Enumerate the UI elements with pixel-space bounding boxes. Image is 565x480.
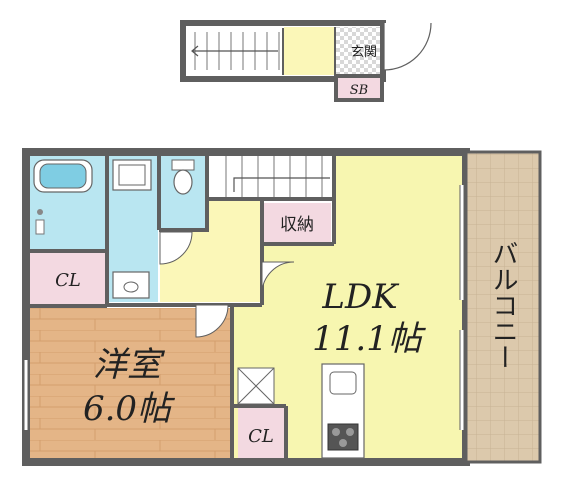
ldk-label: LDK (321, 277, 400, 317)
balcony-area (464, 150, 542, 464)
interior-stair-arrow-icon (233, 177, 330, 192)
storage-room (264, 203, 331, 243)
hallway-floor (160, 200, 262, 302)
closet-ldk-label: CL (248, 426, 274, 447)
storage-label: 収納 (280, 215, 314, 235)
sink-icon (329, 371, 357, 395)
interior-walls (26, 152, 336, 462)
closet-west-label: CL (55, 270, 81, 291)
ldk-floor (234, 156, 462, 458)
entrance-door-swing (383, 22, 432, 71)
shoe-box-label: SB (350, 83, 368, 98)
toilet-icon (171, 159, 195, 171)
entrance-block: 玄関 SB (180, 20, 432, 102)
entrance-landing (284, 27, 334, 75)
stove-icon (327, 423, 359, 451)
western-room-size-label: 6.0帖 (83, 389, 176, 429)
genkan-label: 玄関 (351, 45, 377, 60)
balcony-label: バルコニー (488, 240, 518, 370)
western-room-label: 洋室 (93, 345, 166, 385)
closet-ldk (238, 408, 284, 458)
interior-stairs (210, 156, 334, 198)
wash-basin-icon (112, 271, 150, 299)
closet-west (30, 253, 106, 305)
genkan-floor (336, 27, 380, 75)
stair-arrow-icon (191, 45, 278, 57)
door-swings (159, 231, 295, 338)
ldk-size-label: 11.1帖 (312, 319, 427, 359)
windows (24, 185, 464, 430)
